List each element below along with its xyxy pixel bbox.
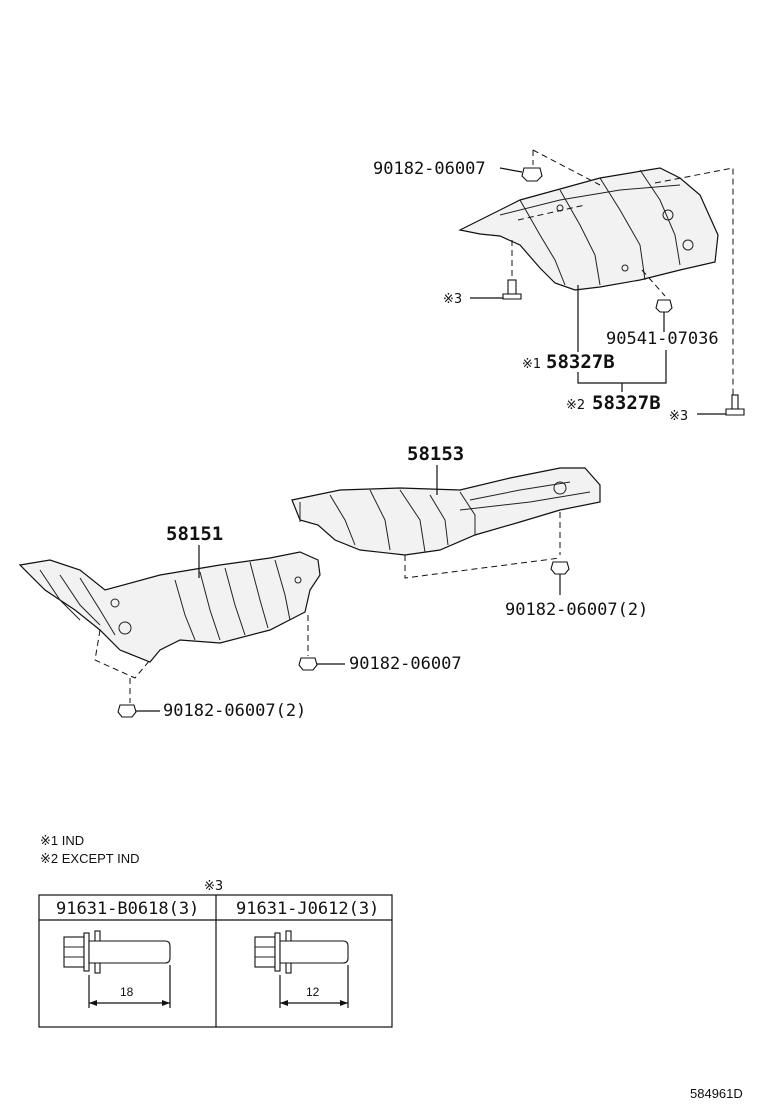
label-mark3-right: ※3 (669, 409, 688, 424)
label-mark1: ※1 (522, 357, 541, 372)
label-mark2: ※2 (566, 398, 585, 413)
nut-front-right-icon[interactable] (298, 657, 318, 671)
bolt-right-icon[interactable] (725, 394, 745, 416)
bolt-b0618-icon (63, 930, 171, 974)
center-heat-shield[interactable] (291, 467, 601, 556)
legend-line-1: ※1 IND (40, 833, 84, 848)
nut-front-left-icon[interactable] (117, 704, 137, 718)
bolt-spec-table (38, 894, 393, 1028)
dim-length-18: 18 (120, 985, 134, 999)
label-shield-upper-2[interactable]: 58327B (592, 392, 661, 414)
table-header-mark: ※3 (204, 879, 223, 894)
label-mark3-left: ※3 (443, 292, 462, 307)
label-nut-front-right[interactable]: 90182-06007 (349, 654, 462, 674)
table-col1-part[interactable]: 91631-B0618(3) (56, 899, 199, 919)
label-nut-center[interactable]: 90182-06007(2) (505, 600, 648, 620)
label-nut-front-left[interactable]: 90182-06007(2) (163, 701, 306, 721)
label-shield-front[interactable]: 58151 (166, 523, 223, 545)
table-col2-part[interactable]: 91631-J0612(3) (236, 899, 379, 919)
bolt-j0612-icon (254, 930, 349, 974)
clip-icon[interactable] (655, 299, 673, 313)
label-shield-upper-1[interactable]: 58327B (546, 351, 615, 373)
label-shield-center[interactable]: 58153 (407, 443, 464, 465)
legend-line-2: ※2 EXCEPT IND (40, 851, 140, 866)
upper-heat-shield[interactable] (458, 167, 719, 291)
dim-length-12: 12 (306, 985, 320, 999)
label-clip[interactable]: 90541-07036 (606, 329, 719, 349)
nut-center-icon[interactable] (550, 561, 570, 575)
diagram-code: 584961D (690, 1086, 743, 1101)
label-nut-top[interactable]: 90182-06007 (373, 159, 486, 179)
nut-top-icon[interactable] (521, 167, 543, 182)
bolt-left-icon[interactable] (502, 279, 522, 300)
front-heat-shield[interactable] (18, 551, 321, 663)
